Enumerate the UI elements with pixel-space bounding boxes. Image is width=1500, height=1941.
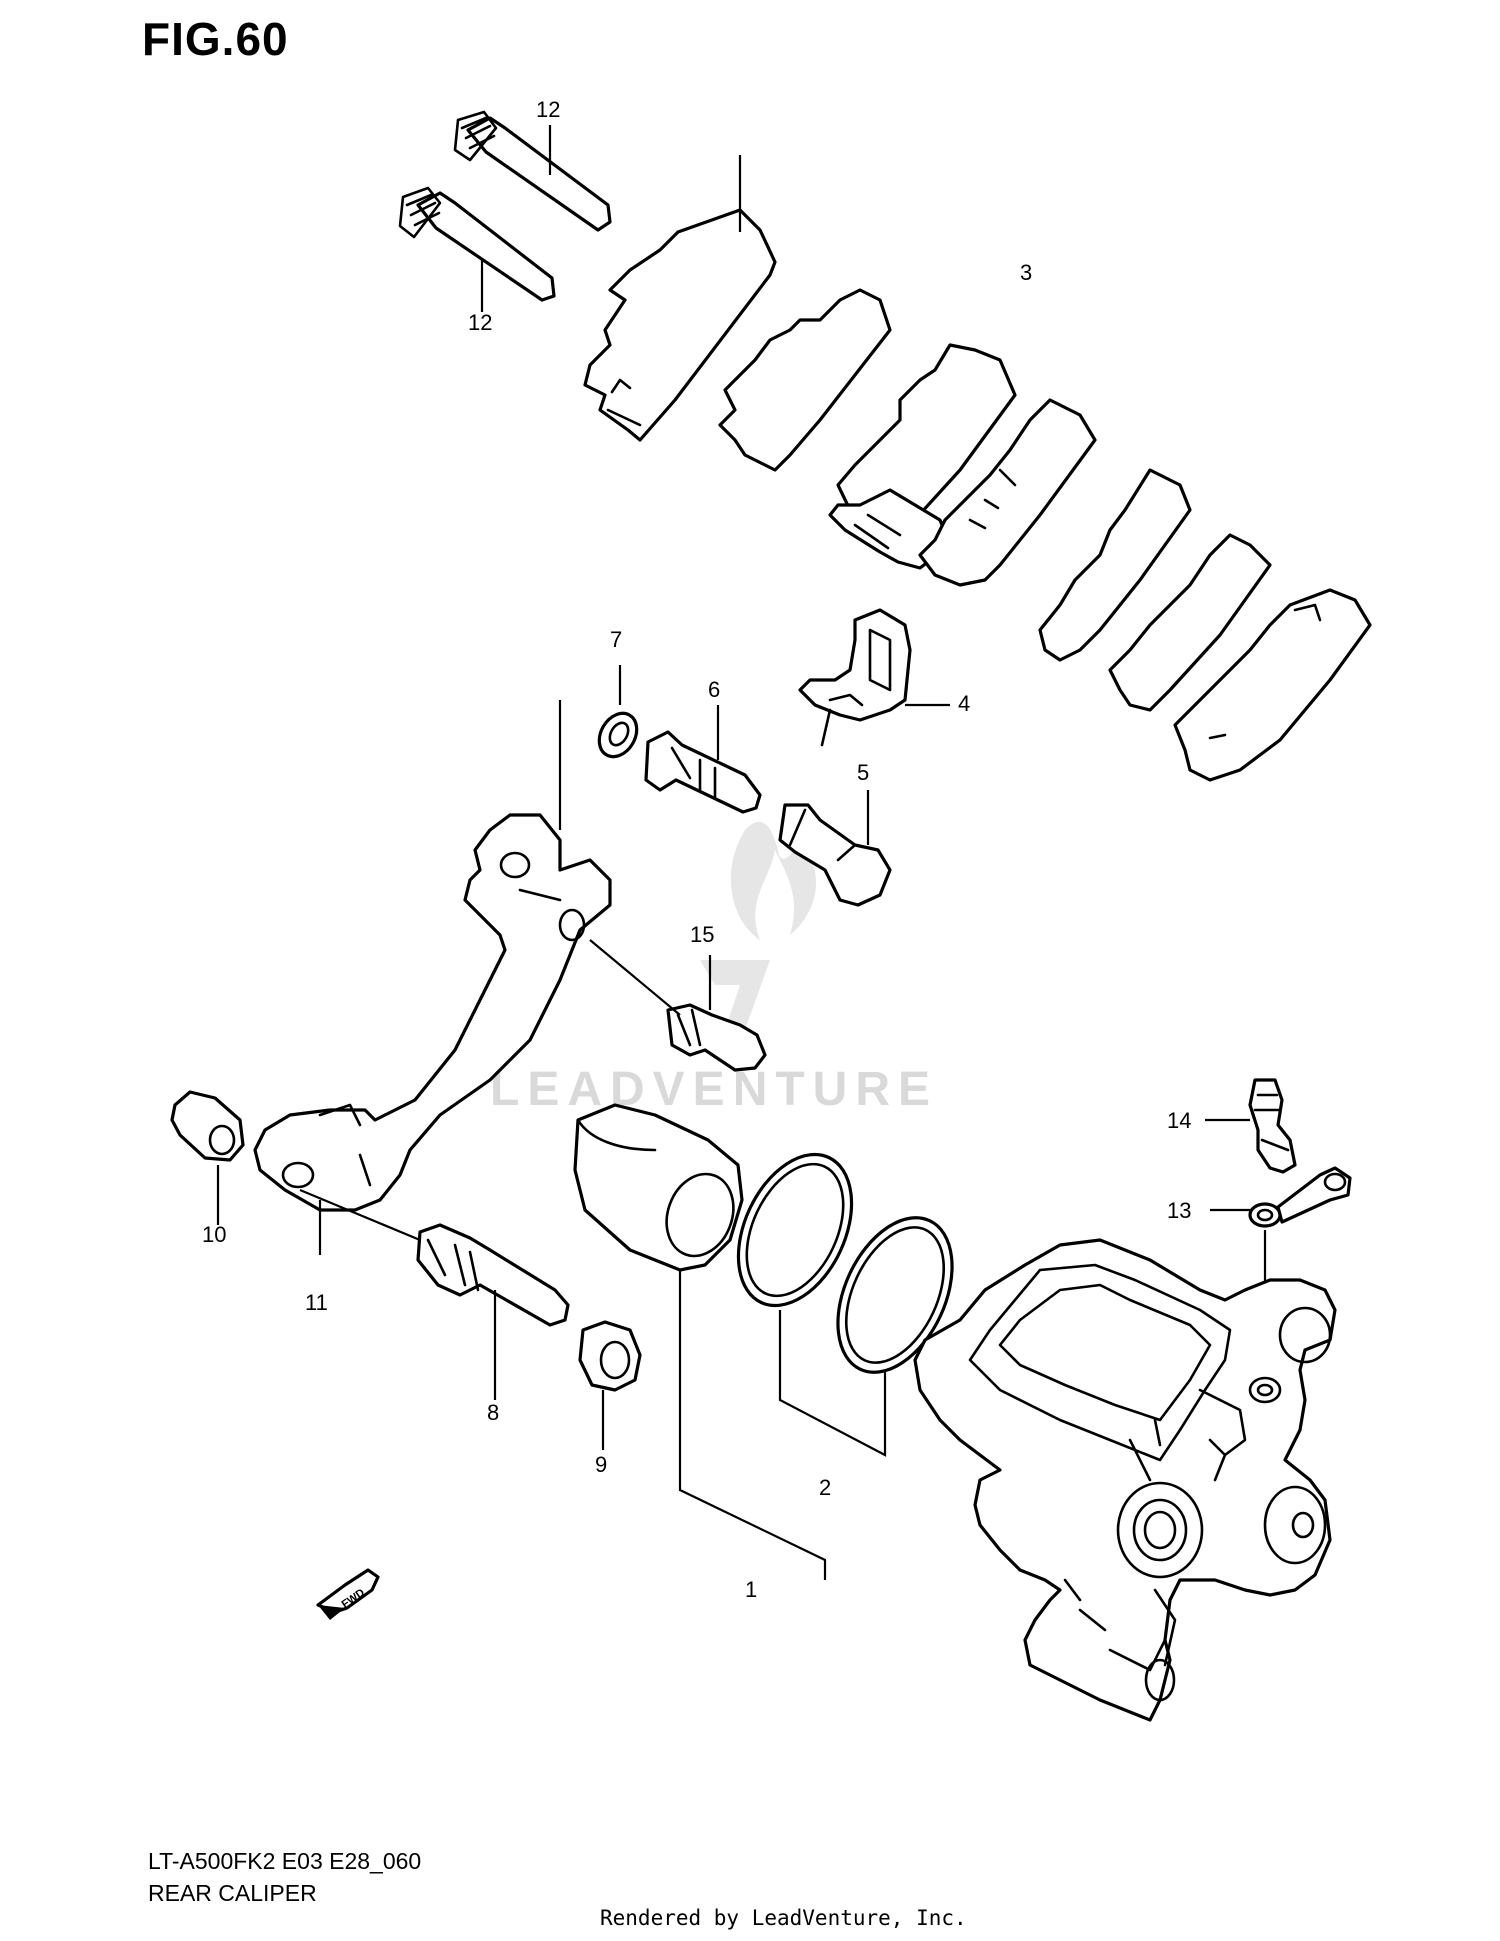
forward-direction-marker: FWD [316, 1568, 380, 1620]
bolt-15 [589, 939, 767, 1072]
callout-2: 2 [819, 1475, 831, 1500]
pad-spring-4 [798, 608, 950, 747]
callout-5: 5 [857, 760, 869, 785]
brake-pad-set-3 [583, 155, 1372, 782]
piston-seal-2 [736, 1152, 954, 1457]
caliper-bracket-11 [253, 700, 612, 1255]
pin-12-lower [398, 186, 556, 302]
model-code: LT-A500FK2 E03 E28_060 [148, 1848, 422, 1874]
callout-1: 1 [745, 1577, 757, 1602]
slide-pin-8 [299, 1188, 570, 1400]
callout-14: 14 [1167, 1108, 1191, 1133]
sleeve-10 [170, 1090, 245, 1225]
callout-6: 6 [708, 677, 720, 702]
callout-9: 9 [595, 1452, 607, 1477]
callout-11: 11 [305, 1290, 328, 1315]
callout-4: 4 [958, 691, 970, 716]
boot-5 [778, 790, 892, 907]
callout-10: 10 [202, 1222, 226, 1247]
piston-1 [573, 1103, 827, 1580]
boot-9 [578, 1320, 642, 1450]
watermark-brand: LEADVENTURE [490, 1063, 938, 1116]
callout-8: 8 [487, 1400, 499, 1425]
figure-title: FIG.60 [142, 13, 289, 65]
callout-15: 15 [690, 922, 714, 947]
forward-arrow-icon [318, 1605, 345, 1620]
callout-3: 3 [1020, 260, 1032, 285]
callout-13: 13 [1167, 1198, 1191, 1223]
watermark-logo-icon [700, 960, 770, 1030]
caliper-body [913, 1238, 1337, 1722]
rendered-by-credit: Rendered by LeadVenture, Inc. [600, 1906, 967, 1930]
washer-7 [597, 665, 639, 759]
bleeder-valve-14 [1205, 1078, 1297, 1174]
callout-12-lower: 12 [468, 310, 492, 335]
diagram-subtitle: REAR CALIPER [148, 1880, 317, 1906]
pin-12-upper [453, 110, 612, 232]
callout-12-upper: 12 [536, 97, 560, 122]
callout-7: 7 [610, 627, 622, 652]
bolt-6 [644, 705, 762, 814]
watermark: LEADVENTURE [490, 821, 938, 1116]
